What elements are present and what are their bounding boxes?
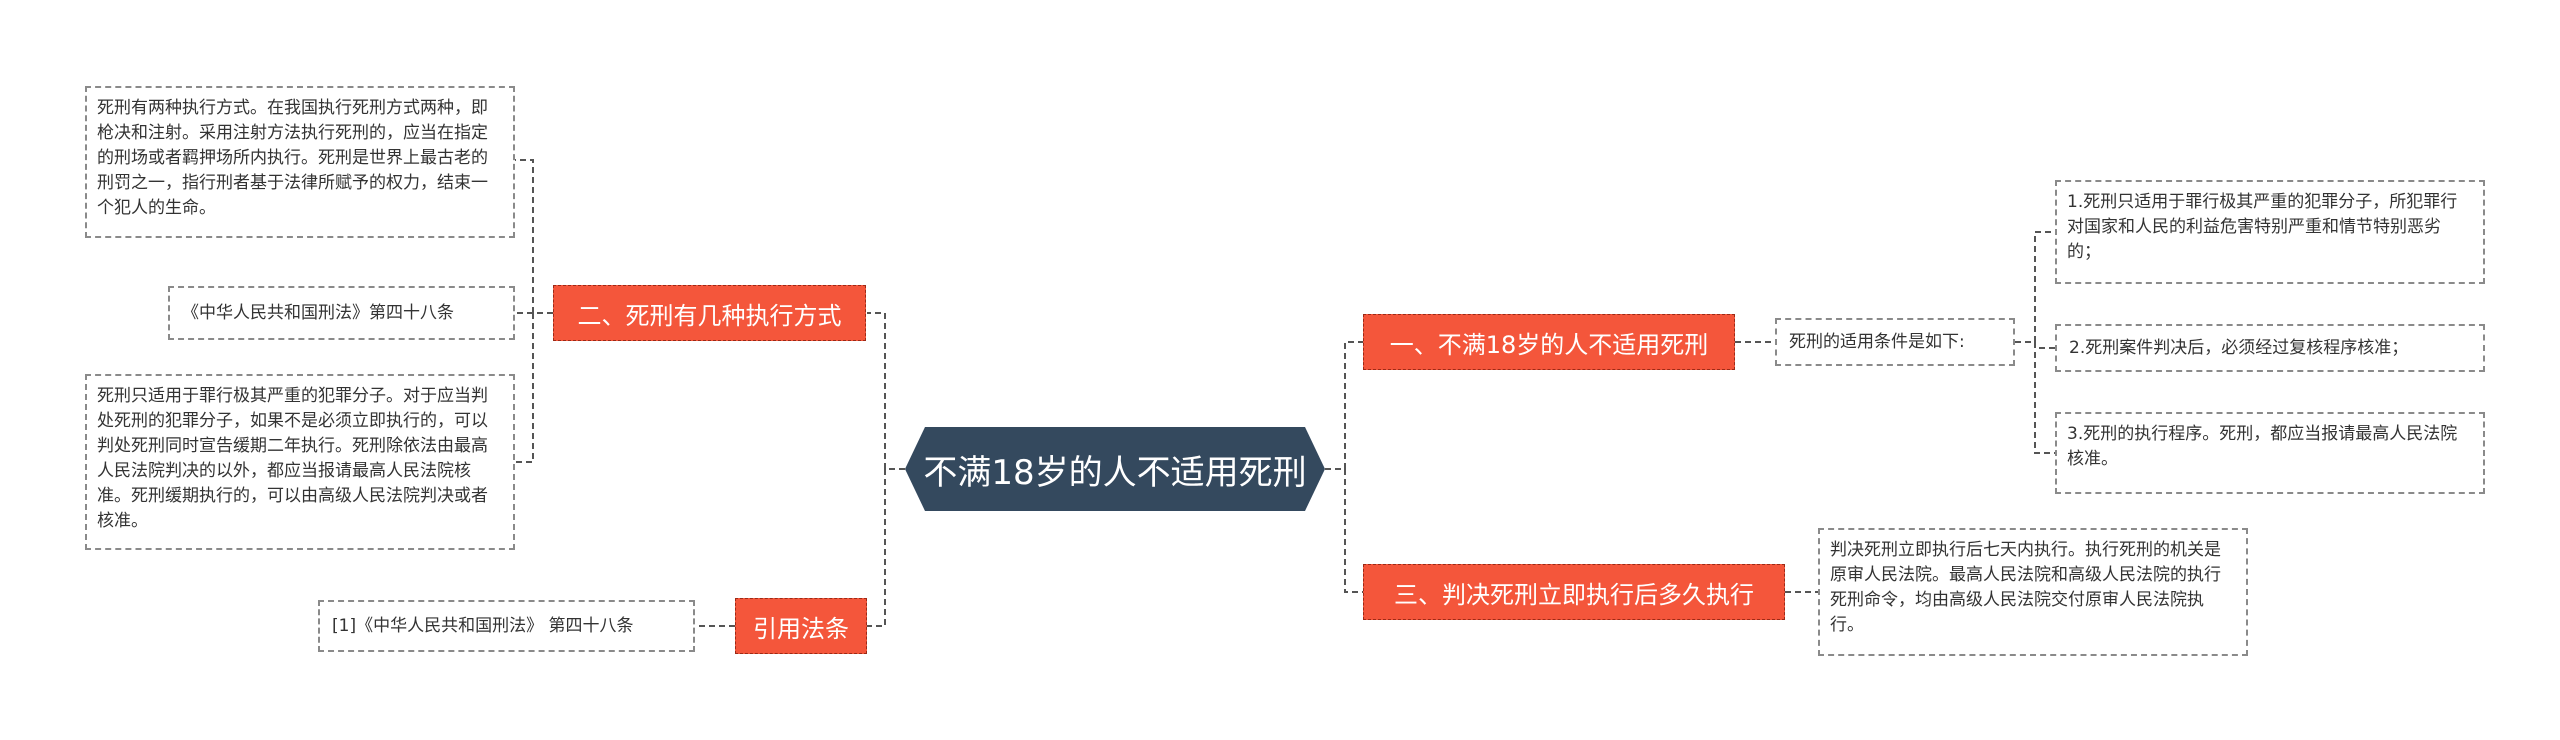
- leaf-condition-2: 2.死刑案件判决后，必须经过复核程序核准；: [2055, 324, 2485, 372]
- leaf-conditions-intro: 死刑的适用条件是如下:: [1775, 318, 2015, 366]
- root-node-shape: [905, 427, 1325, 511]
- leaf-execution-methods-description: 死刑有两种执行方式。在我国执行死刑方式两种，即枪决和注射。采用注射方法执行死刑的…: [85, 86, 515, 238]
- leaf-execution-timing-description: 判决死刑立即执行后七天内执行。执行死刑的机关是原审人民法院。最高人民法院和高级人…: [1818, 528, 2248, 656]
- branch-execution-timing[interactable]: 三、判决死刑立即执行后多久执行: [1363, 564, 1785, 620]
- branch-execution-methods[interactable]: 二、死刑有几种执行方式: [553, 285, 866, 341]
- leaf-condition-3: 3.死刑的执行程序。死刑，都应当报请最高人民法院核准。: [2055, 412, 2485, 494]
- leaf-condition-1: 1.死刑只适用于罪行极其严重的犯罪分子，所犯罪行对国家和人民的利益危害特别严重和…: [2055, 180, 2485, 284]
- branch-minors-exempt[interactable]: 一、不满18岁的人不适用死刑: [1363, 314, 1735, 370]
- branch-cited-law[interactable]: 引用法条: [735, 598, 867, 654]
- root-topic[interactable]: 不满18岁的人不适用死刑: [923, 452, 1307, 493]
- leaf-death-penalty-scope: 死刑只适用于罪行极其严重的犯罪分子。对于应当判处死刑的犯罪分子，如果不是必须立即…: [85, 374, 515, 550]
- leaf-criminal-law-article-48: 《中华人民共和国刑法》第四十八条: [168, 286, 515, 340]
- leaf-cited-law-reference: [1]《中华人民共和国刑法》 第四十八条: [318, 600, 695, 652]
